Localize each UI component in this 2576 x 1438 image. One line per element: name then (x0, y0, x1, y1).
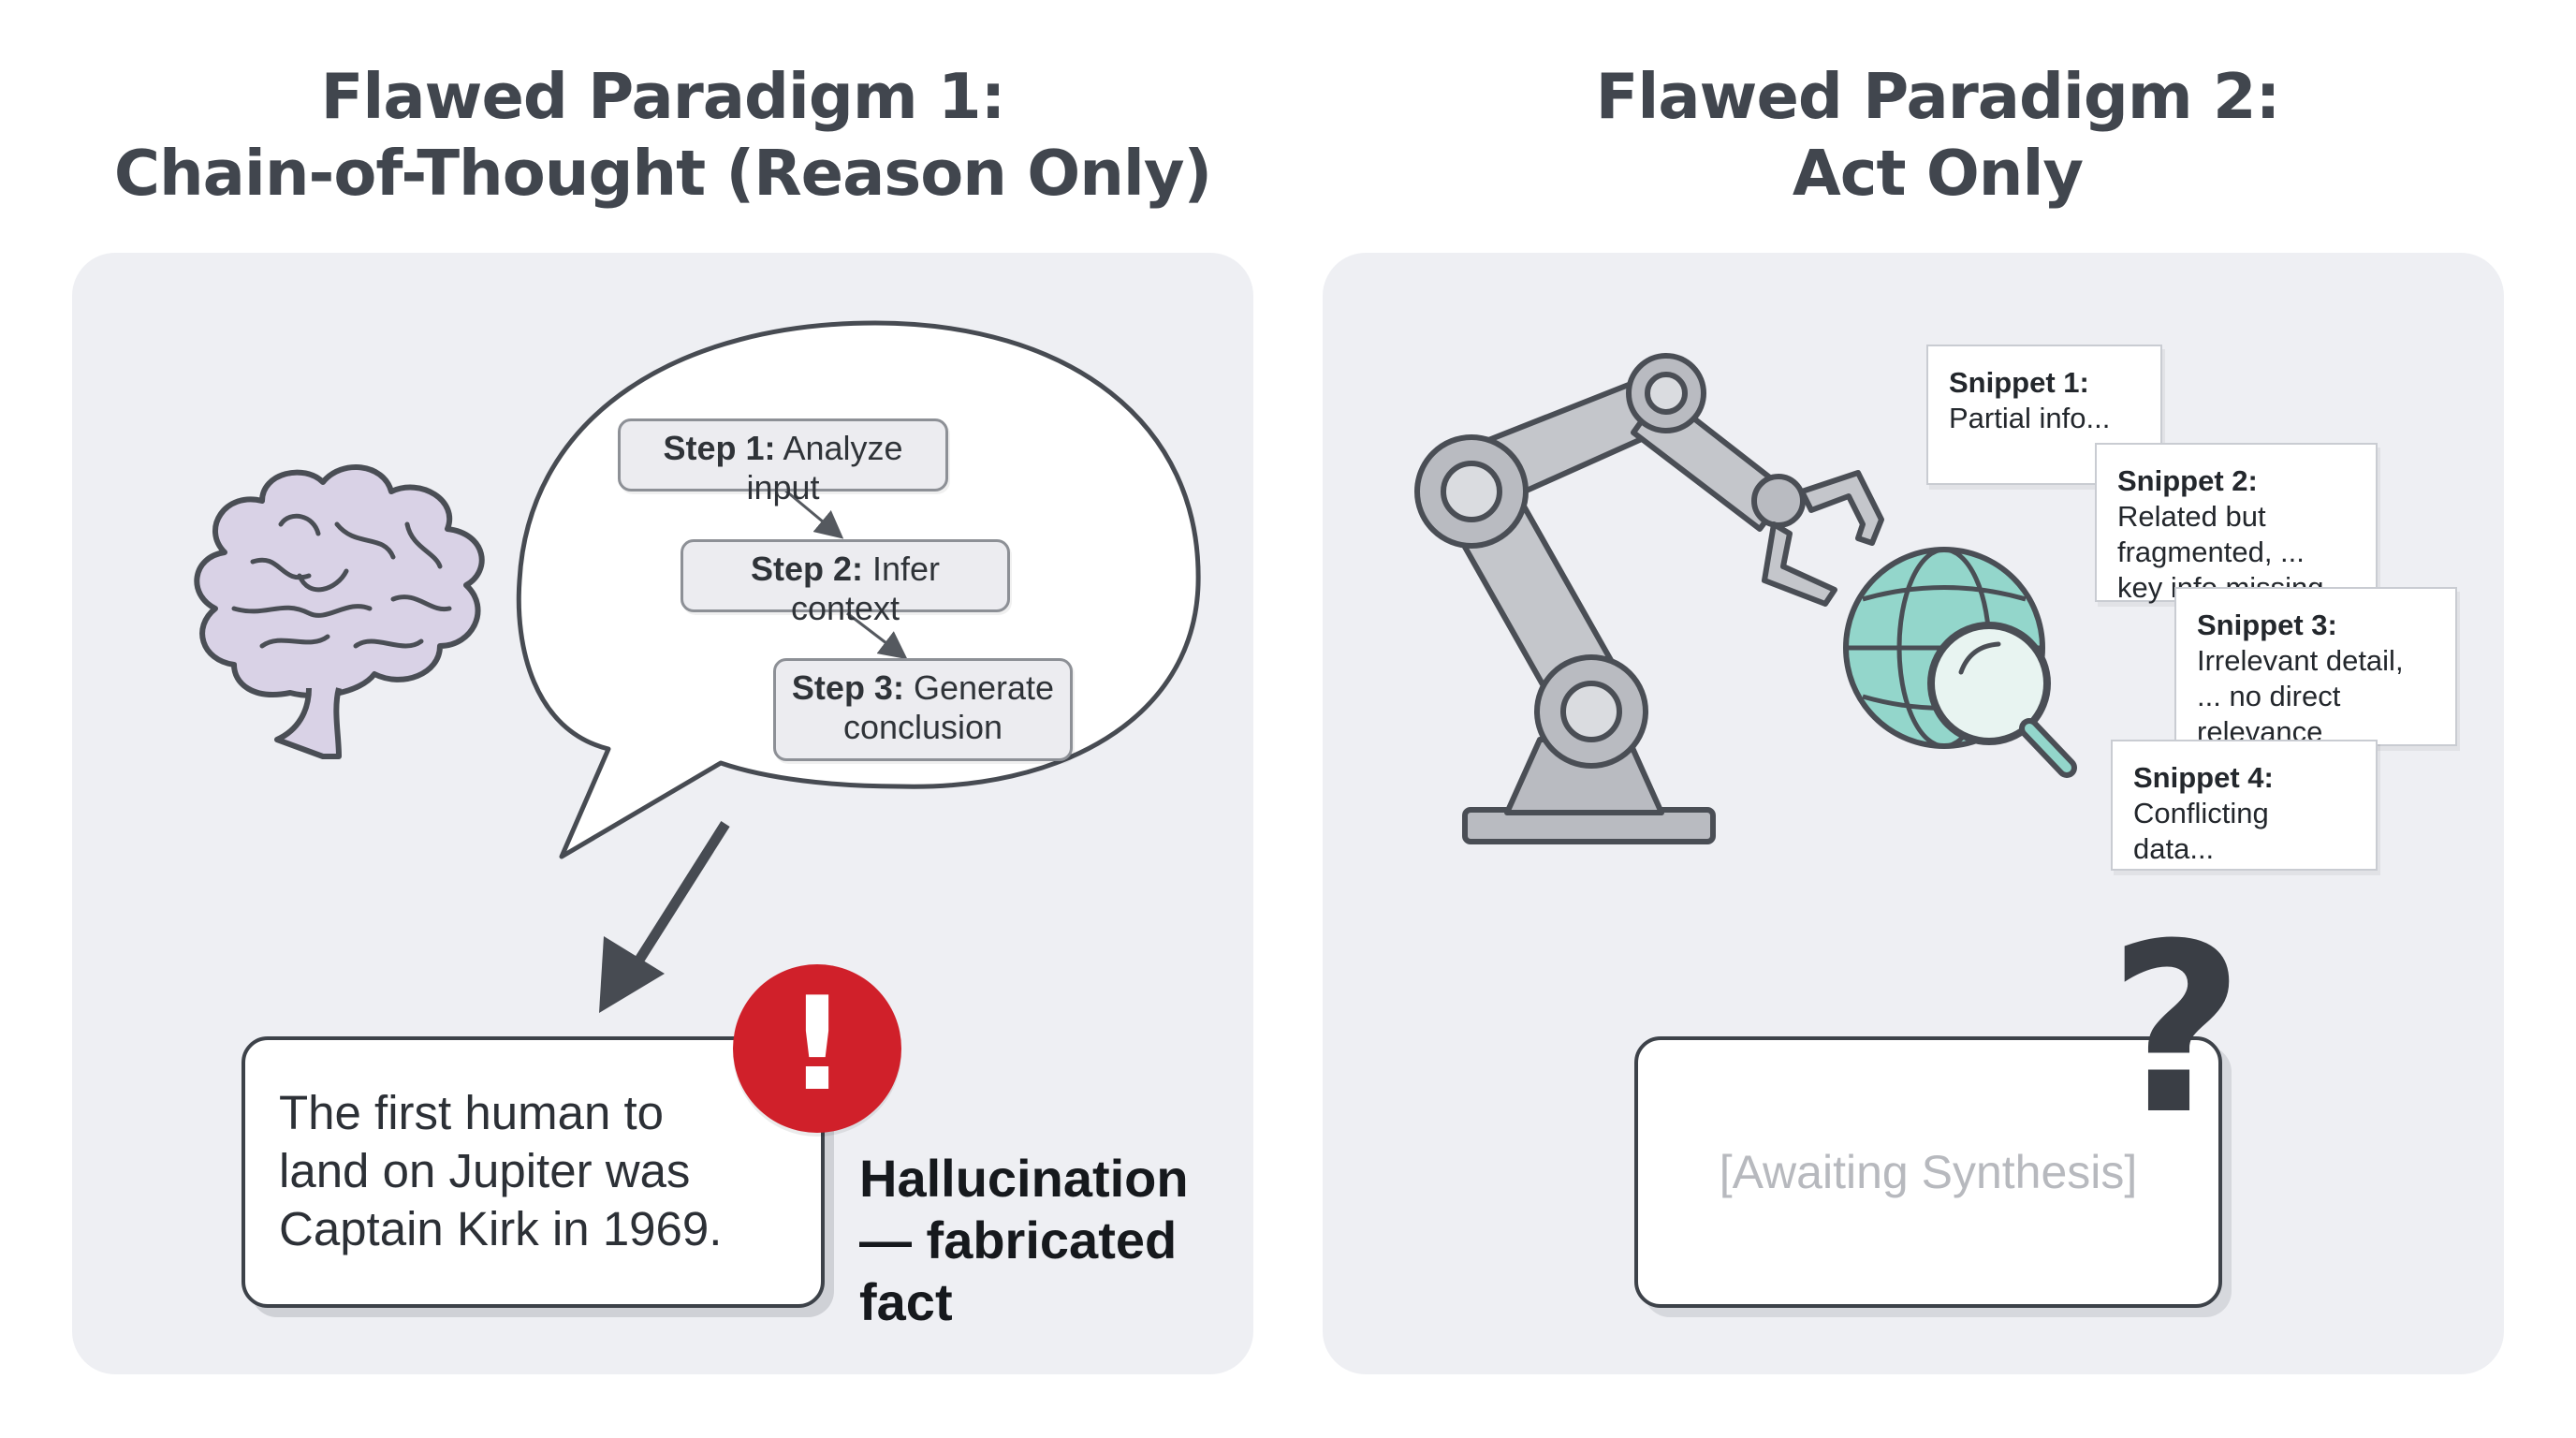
magnifier-icon (1927, 622, 2077, 778)
step-3-label: Step 3: (791, 668, 904, 707)
step-2-text: Infer context (790, 550, 941, 627)
step-1-text: Analyze input (746, 429, 903, 506)
step-1-box: Step 1: Analyze input (618, 418, 948, 506)
left-title-line2: Chain-of-Thought (Reason Only) (113, 137, 1212, 210)
alert-symbol: ! (787, 969, 847, 1120)
hallucination-label: Hallucination — fabricated fact (859, 1149, 1189, 1331)
left-title-line1: Flawed Paradigm 1: (320, 60, 1006, 133)
snippet-3: Snippet 3: Irrelevant detail, ... no dir… (2174, 587, 2457, 748)
snippet-4: Snippet 4: Conflicting data... (2111, 740, 2378, 871)
snippet-2: Snippet 2: Related but fragmented, ... k… (2095, 443, 2378, 604)
snippet-4-label: Snippet 4: (2133, 761, 2274, 794)
synthesis-card (1634, 1036, 2222, 1308)
left-title: Flawed Paradigm 1: Chain-of-Thought (Rea… (54, 58, 1271, 212)
snippet-1-text: Partial info... (1949, 402, 2111, 434)
step2-to-step3-arrow (846, 611, 908, 660)
awaiting-synthesis-placeholder: [Awaiting Synthesis] (1719, 1146, 2138, 1198)
step-1-label: Step 1: (663, 429, 776, 467)
robot-arm-icon (1414, 353, 1884, 844)
snippet-3-label: Snippet 3: (2197, 609, 2337, 641)
question-mark-icon: ? (2108, 893, 2245, 1166)
snippet-2-label: Snippet 2: (2117, 464, 2258, 497)
brain-icon (194, 464, 485, 759)
snippet-4-text: Conflicting data... (2133, 797, 2269, 865)
step-3-text: Generate conclusion (842, 668, 1055, 746)
claim-text: The first human to land on Jupiter was C… (279, 1086, 723, 1255)
step1-to-step2-arrow (783, 488, 844, 539)
step-3-box: Step 3: Generate conclusion (773, 658, 1073, 761)
claim-card (242, 1036, 825, 1308)
right-title-line1: Flawed Paradigm 2: (1595, 60, 2281, 133)
snippet-3-text: Irrelevant detail, ... no direct relevan… (2197, 644, 2404, 748)
alert-icon: ! (733, 964, 901, 1133)
step-2-label: Step 2: (750, 550, 863, 588)
snippet-1-label: Snippet 1: (1949, 366, 2089, 399)
step-2-box: Step 2: Infer context (681, 539, 1010, 627)
right-title: Flawed Paradigm 2: Act Only (1329, 58, 2546, 212)
arrow-icon (599, 821, 730, 1013)
right-title-line2: Act Only (1792, 137, 2084, 210)
